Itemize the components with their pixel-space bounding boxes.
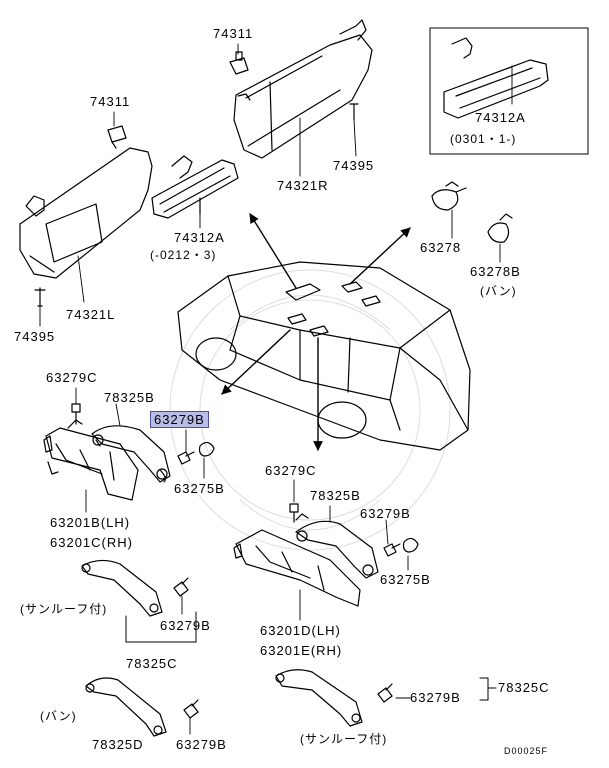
clip-63278	[431, 181, 467, 211]
screw-63279B-e	[377, 683, 393, 703]
screw-right	[349, 103, 359, 121]
leader-lines	[39, 43, 513, 735]
part-label-74395-right: 74395	[333, 158, 375, 173]
screw-63279B-c	[173, 577, 189, 597]
bracket-left	[43, 419, 139, 501]
screw-63279C-right	[289, 503, 299, 523]
note-sunroof-right: (サンルーフ付)	[300, 732, 388, 746]
part-label-63275B-left: 63275B	[174, 481, 225, 496]
part-label-63279B-right: 63279B	[360, 506, 411, 521]
sun-visor-right	[233, 19, 373, 159]
part-label-74395-left: 74395	[14, 329, 56, 344]
screw-left	[34, 287, 46, 307]
part-label-63201D: 63201D(LH)	[260, 623, 341, 638]
note-van: (バン)	[40, 709, 77, 723]
part-label-74312A-top: 74312A	[475, 110, 526, 125]
cap-63275B-left	[198, 441, 215, 457]
part-label-63201B: 63201B(LH)	[50, 515, 131, 530]
note-sunroof-left: (サンルーフ付)	[20, 602, 108, 616]
diagram-code: D00025F	[504, 746, 549, 756]
part-label-63279B-e: 63279B	[410, 690, 461, 705]
part-label-63279C-right: 63279C	[265, 463, 317, 478]
arrows	[221, 213, 411, 451]
screw-63279B-d	[183, 699, 199, 719]
rear-mirror-boxed	[443, 37, 549, 119]
part-label-63279B-highlighted[interactable]: 63279B	[150, 411, 209, 428]
part-label-63279B-c: 63279B	[160, 618, 211, 633]
part-label-63278B: 63278B	[470, 264, 521, 279]
part-label-78325B-right: 78325B	[310, 488, 361, 503]
part-label-78325B-left: 78325B	[104, 390, 155, 405]
car-body	[177, 261, 471, 451]
screw-63279C-left	[71, 403, 81, 425]
visor-clip-left	[107, 125, 127, 149]
part-label-78325D: 78325D	[92, 737, 144, 752]
grip-78325D	[85, 677, 167, 737]
part-label-74321R: 74321R	[277, 178, 329, 193]
grip-78325C-right	[275, 669, 363, 727]
part-label-63279C-left: 63279C	[46, 370, 98, 385]
part-label-74321L: 74321L	[66, 307, 116, 322]
part-note-63278B: (バン)	[480, 284, 517, 298]
part-label-78325C-left: 78325C	[126, 656, 178, 671]
part-label-63201C: 63201C(RH)	[50, 535, 133, 550]
part-label-63275B-right: 63275B	[380, 572, 431, 587]
screw-63279B-mid	[177, 451, 195, 465]
watermark-emblem	[169, 269, 451, 551]
part-label-78325C-right: 78325C	[498, 680, 550, 695]
part-label-74311-right: 74311	[213, 26, 254, 41]
part-label-63201E: 63201E(RH)	[260, 643, 343, 658]
part-label-63278: 63278	[420, 240, 462, 255]
part-note-74312A-mid: (-0212・3)	[150, 248, 217, 262]
part-label-74311-left: 74311	[90, 94, 131, 109]
part-label-63279B-d: 63279B	[176, 737, 227, 752]
grip-78325B-right	[295, 520, 379, 579]
cap-63275B-right	[402, 537, 419, 553]
grip-78325B-left	[91, 425, 171, 483]
part-note-74312A-top: (0301・1-)	[450, 132, 517, 146]
rear-mirror-mid	[151, 155, 239, 219]
grip-78325C-left	[81, 559, 163, 617]
clip-63278B	[487, 213, 513, 243]
visor-clip-right	[229, 51, 249, 75]
bracket-right	[233, 513, 361, 607]
sun-visor-left	[19, 147, 153, 279]
screw-63279B-right	[383, 543, 401, 557]
part-label-74312A-mid: 74312A	[174, 230, 225, 245]
